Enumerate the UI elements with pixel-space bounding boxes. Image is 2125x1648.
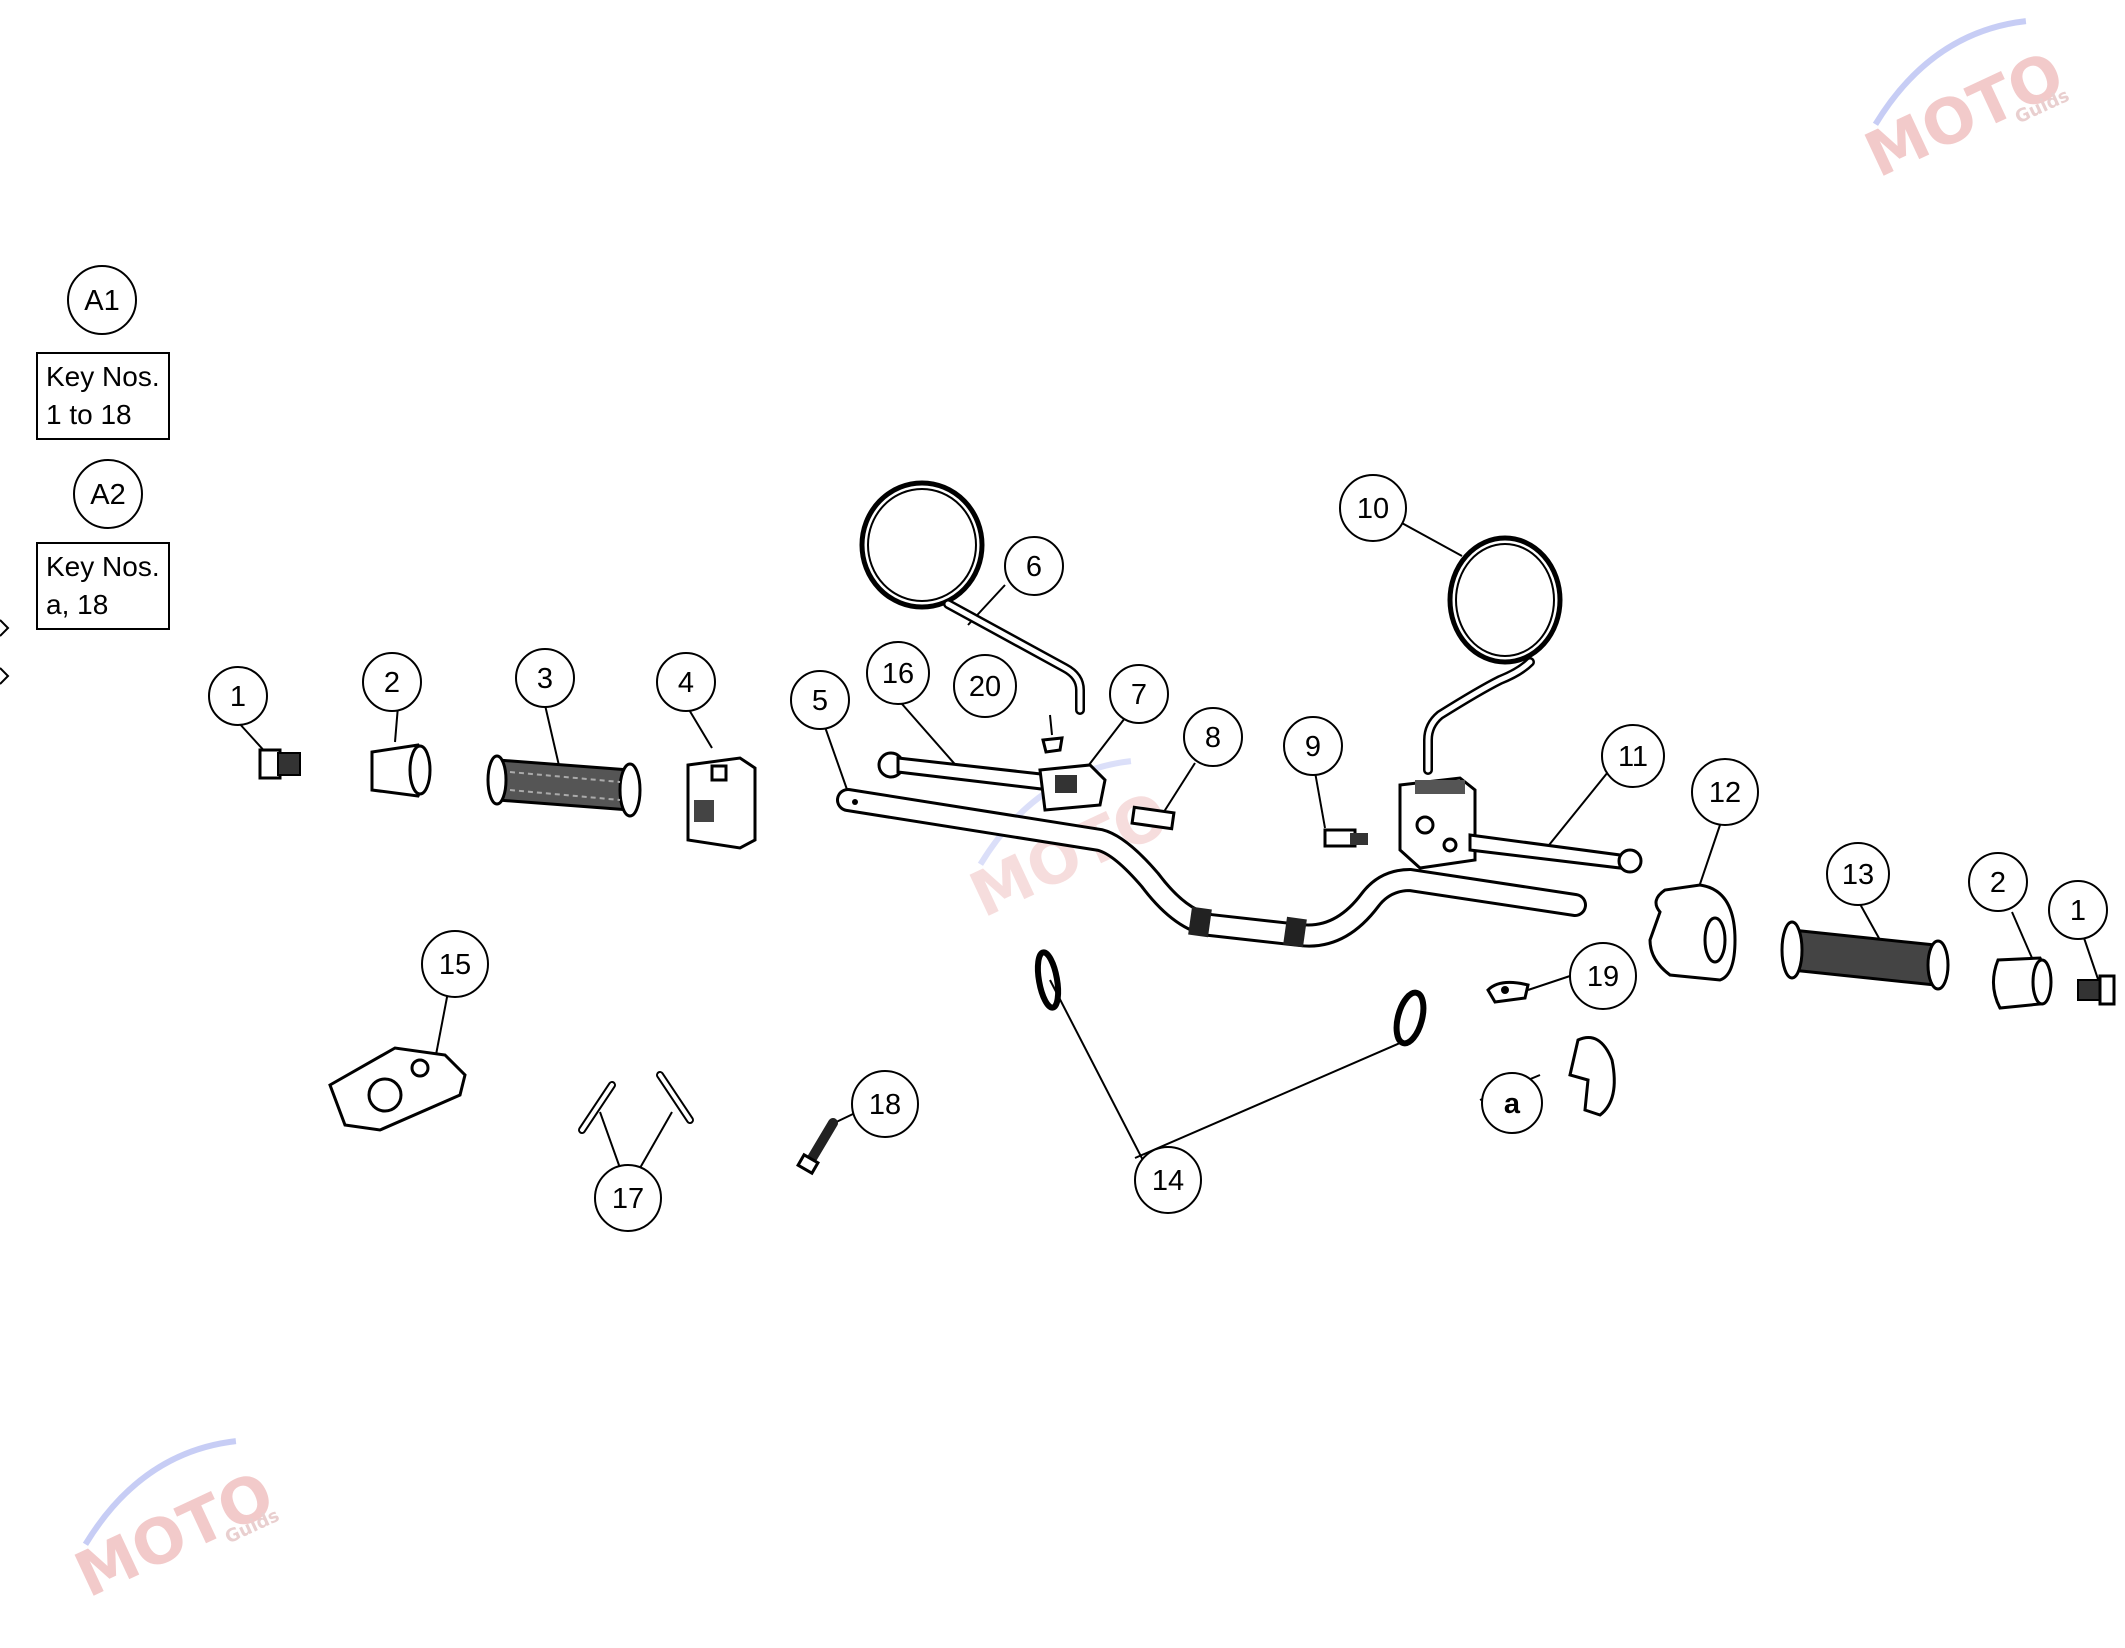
svg-text:13: 13	[1842, 859, 1874, 891]
callout-16: 16	[866, 641, 930, 705]
callout-15: 15	[421, 930, 489, 998]
svg-text:8: 8	[1205, 722, 1221, 754]
svg-text:1: 1	[230, 681, 246, 713]
part-8-clutch-switch	[1130, 805, 1176, 831]
svg-text:A1: A1	[84, 285, 119, 317]
callout-2-right: 2	[1968, 852, 2028, 912]
key-box-a2-line2: a, 18	[46, 589, 109, 620]
svg-text:2: 2	[1990, 867, 2006, 899]
part-6-left-mirror	[859, 480, 1085, 715]
part-front-brake-master-cylinder	[1398, 776, 1477, 870]
callout-7: 7	[1109, 664, 1169, 724]
callout-2-left: 2	[362, 652, 422, 712]
part-17-pin-right	[656, 1071, 694, 1124]
svg-text:1: 1	[2070, 895, 2086, 927]
part-14-cable-tie-left	[1034, 949, 1062, 1011]
svg-text:15: 15	[439, 949, 471, 981]
part-10-right-mirror	[1423, 535, 1563, 775]
leader-lines	[237, 521, 2101, 1171]
svg-text:3: 3	[537, 663, 553, 695]
callout-1-left: 1	[208, 666, 268, 726]
svg-text:5: 5	[812, 685, 828, 717]
callout-11: 11	[1601, 724, 1665, 788]
svg-text:14: 14	[1152, 1165, 1184, 1197]
part-19-cable-clip	[1486, 980, 1530, 1004]
svg-text:18: 18	[869, 1089, 901, 1121]
callout-5: 5	[790, 670, 850, 730]
key-box-a1-line2: 1 to 18	[46, 399, 132, 430]
svg-text:16: 16	[882, 658, 914, 690]
svg-text:12: 12	[1709, 777, 1741, 809]
part-4-left-switch-housing	[686, 756, 757, 850]
svg-text:17: 17	[612, 1183, 644, 1215]
key-box-a1: Key Nos. 1 to 18	[36, 352, 170, 440]
callout-8: 8	[1183, 707, 1243, 767]
svg-text:20: 20	[969, 671, 1001, 703]
edge-mark	[0, 619, 10, 685]
callout-14: 14	[1134, 1146, 1202, 1214]
callout-6: 6	[1004, 536, 1064, 596]
group-label-a1: A1	[67, 265, 137, 335]
part-12-right-switch-housing	[1648, 883, 1737, 982]
part-2-right-bar-end-weight	[1992, 956, 2053, 1010]
svg-text:11: 11	[1618, 741, 1648, 773]
svg-text:7: 7	[1131, 679, 1147, 711]
callout-12: 12	[1691, 758, 1759, 826]
callout-20: 20	[953, 654, 1017, 718]
part-7-lever-bracket	[1038, 763, 1107, 812]
callout-19: 19	[1569, 942, 1637, 1010]
svg-text:9: 9	[1305, 731, 1321, 763]
key-box-a2-line1: Key Nos.	[46, 551, 160, 582]
part-9-brake-switch	[1323, 828, 1368, 848]
part-1-right-bar-end-screw	[2077, 974, 2116, 1006]
part-14-cable-tie-right	[1393, 989, 1427, 1047]
part-17-pin-left	[578, 1081, 616, 1134]
part-18-bolt	[796, 1118, 838, 1176]
svg-text:10: 10	[1357, 493, 1389, 525]
group-label-a2: A2	[73, 459, 143, 529]
watermark-logo-top-right: MOTO Guids	[1854, 18, 2075, 192]
part-11-brake-lever	[1468, 833, 1643, 874]
callout-4: 4	[656, 652, 716, 712]
part-5-handlebar	[836, 788, 1587, 948]
callout-10: 10	[1339, 474, 1407, 542]
svg-text:6: 6	[1026, 551, 1042, 583]
callout-13: 13	[1826, 842, 1890, 906]
svg-text:2: 2	[384, 667, 400, 699]
callout-18: 18	[851, 1070, 919, 1138]
part-15-clamp-bracket	[328, 1046, 467, 1132]
part-a-clamp	[1568, 1036, 1616, 1117]
callout-1-right: 1	[2048, 880, 2108, 940]
callout-3: 3	[515, 648, 575, 708]
key-box-a2: Key Nos. a, 18	[36, 542, 170, 630]
callout-a: a	[1481, 1072, 1543, 1134]
svg-text:4: 4	[678, 667, 694, 699]
callout-9: 9	[1283, 716, 1343, 776]
part-2-left-bar-end-weight	[370, 743, 432, 798]
key-box-a1-line1: Key Nos.	[46, 361, 160, 392]
callouts: A1 A2 1 2 3 4 5 6 16 20 7 8 9 10 11 12 1…	[67, 265, 2108, 1232]
part-20-plug	[1041, 736, 1064, 754]
part-1-left-bar-end-screw	[258, 748, 301, 780]
part-16-clutch-lever	[877, 751, 1052, 792]
part-3-left-grip	[486, 754, 642, 818]
watermark-logo-bottom-left: MOTO Guids	[64, 1438, 285, 1612]
svg-text:19: 19	[1587, 961, 1619, 993]
callout-17: 17	[594, 1164, 662, 1232]
part-13-throttle-grip	[1780, 920, 1950, 991]
svg-text:A2: A2	[90, 479, 125, 511]
svg-text:a: a	[1504, 1088, 1521, 1120]
